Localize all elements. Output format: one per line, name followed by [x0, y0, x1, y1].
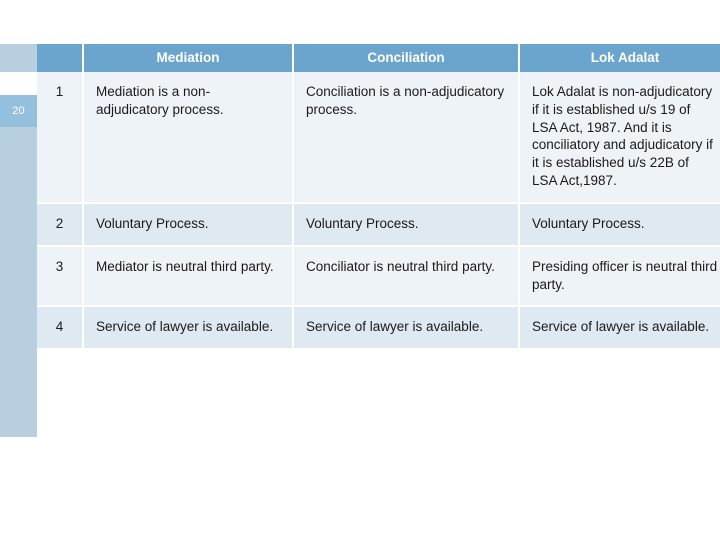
comparison-table: Mediation Conciliation Lok Adalat 1 Medi…: [37, 44, 720, 349]
cell-lok-adalat: Voluntary Process.: [518, 201, 720, 246]
column-header-index: [37, 44, 83, 72]
column-header-lok-adalat: Lok Adalat: [518, 44, 720, 72]
column-header-conciliation: Conciliation: [292, 44, 519, 72]
cell-mediation: Mediator is neutral third party.: [82, 244, 293, 307]
row-index: 4: [37, 305, 83, 349]
table-header: Mediation Conciliation Lok Adalat: [37, 44, 720, 72]
row-index: 2: [37, 201, 83, 246]
cell-lok-adalat: Service of lawyer is available.: [518, 305, 720, 349]
cell-conciliation: Conciliation is a non-adjudicatory proce…: [292, 72, 519, 203]
table-body: 1 Mediation is a non-adjudicatory proces…: [37, 72, 720, 349]
cell-conciliation: Voluntary Process.: [292, 201, 519, 246]
cell-conciliation: Service of lawyer is available.: [292, 305, 519, 349]
left-accent-bar-top: [0, 44, 37, 72]
table-row: 2 Voluntary Process. Voluntary Process. …: [37, 201, 720, 246]
comparison-table-wrapper: Mediation Conciliation Lok Adalat 1 Medi…: [37, 44, 720, 349]
cell-lok-adalat: Lok Adalat is non-adjudicatory if it is …: [518, 72, 720, 203]
table-header-row: Mediation Conciliation Lok Adalat: [37, 44, 720, 72]
table-row: 1 Mediation is a non-adjudicatory proces…: [37, 72, 720, 203]
slide-number-badge: 20: [0, 95, 37, 127]
table-row: 4 Service of lawyer is available. Servic…: [37, 305, 720, 349]
cell-mediation: Voluntary Process.: [82, 201, 293, 246]
cell-mediation: Service of lawyer is available.: [82, 305, 293, 349]
cell-lok-adalat: Presiding officer is neutral third party…: [518, 244, 720, 307]
row-index: 3: [37, 244, 83, 307]
column-header-mediation: Mediation: [82, 44, 293, 72]
table-row: 3 Mediator is neutral third party. Conci…: [37, 244, 720, 307]
left-accent-bar-bottom: [0, 127, 37, 437]
cell-conciliation: Conciliator is neutral third party.: [292, 244, 519, 307]
cell-mediation: Mediation is a non-adjudicatory process.: [82, 72, 293, 203]
row-index: 1: [37, 72, 83, 203]
